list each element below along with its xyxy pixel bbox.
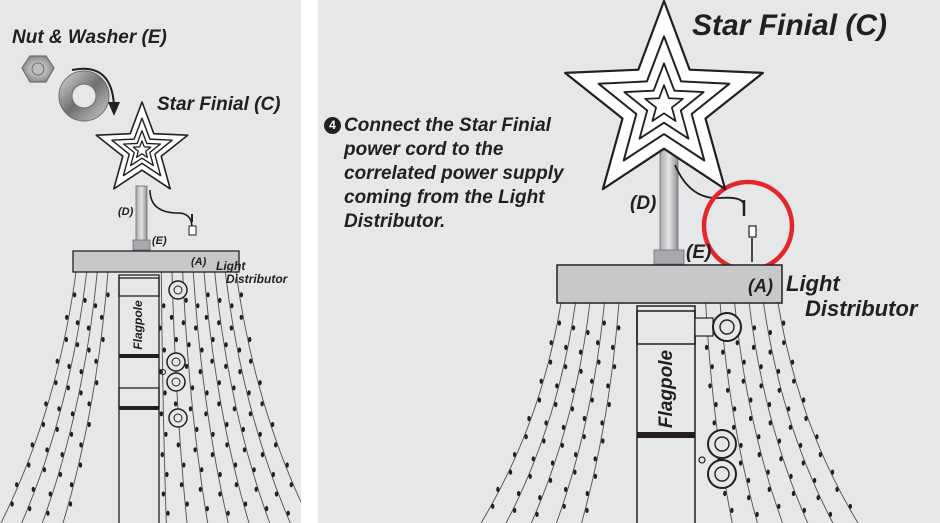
curved-arrow-icon: [71, 67, 115, 107]
star-finial-label: Star Finial (C): [157, 94, 281, 115]
left-panel: Nut & Washer (E) Star Finial (C) (D) (E)…: [0, 0, 301, 523]
right-panel: [318, 0, 940, 523]
step-line: Distributor.: [344, 211, 446, 232]
cord-label-d: (D): [630, 193, 657, 214]
star-finial: [95, 101, 189, 190]
step-instruction: Connect the Star Finial power cord to th…: [344, 114, 614, 234]
distributor-label-a: (A): [191, 256, 207, 268]
light-distributor-box: [556, 264, 783, 304]
step-line: power cord to the: [344, 139, 504, 160]
light-label: Light: [216, 259, 246, 273]
flagpole-label: Flagpole: [656, 349, 677, 429]
right-illustration: [480, 0, 859, 523]
star-finial-title: Star Finial (C): [692, 9, 888, 42]
flagpole: [636, 305, 742, 523]
highlight-circle: [701, 179, 795, 273]
step-line: Connect the Star Finial: [344, 115, 551, 136]
light-distributor-box: [72, 250, 240, 273]
flagpole-label: Flagpole: [131, 300, 145, 350]
light-strings: [0, 271, 301, 523]
nut-label-e: (E): [686, 242, 712, 263]
distributor-label: Distributor: [226, 272, 288, 286]
flagpole: [118, 274, 188, 523]
star-finial: [563, 0, 765, 191]
step-line: correlated power supply: [344, 163, 564, 184]
nut-label-e: (E): [152, 235, 167, 247]
left-illustration: [0, 55, 301, 523]
step-line: coming from the Light: [344, 187, 545, 208]
nut-washer-label: Nut & Washer (E): [12, 27, 167, 48]
cord-label-d: (D): [118, 206, 134, 218]
light-label: Light: [786, 271, 840, 296]
distributor-label: Distributor: [805, 296, 918, 321]
step-number-badge: 4: [324, 117, 341, 134]
distributor-label-a: (A): [748, 276, 773, 296]
